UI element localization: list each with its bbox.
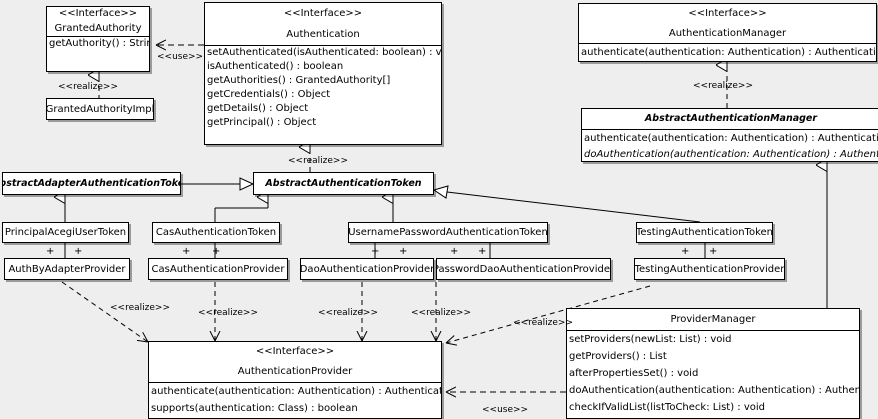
class-username-password-authentication-token[interactable]: UsernamePasswordAuthenticationToken [348, 222, 548, 243]
class-header: <<Interface>> AuthenticationProvider [149, 342, 441, 382]
association-marker-plus: + [74, 246, 83, 257]
divider [582, 129, 878, 130]
association-marker-plus: + [399, 246, 408, 257]
edge-label-realize-granted-authority-impl: <<realize>> [58, 82, 118, 92]
operation: getCredentials() : Object [207, 89, 331, 100]
operation: setProviders(newList: List) : void [569, 334, 732, 345]
class-name: AuthenticationProvider [237, 366, 353, 377]
class-abstract-authentication-manager[interactable]: AbstractAuthenticationManager authentica… [581, 108, 878, 162]
divider [205, 45, 441, 46]
edge-label-realize-password-dao-authentication-provider: <<realize>> [411, 308, 471, 318]
class-header: ProviderManager [567, 309, 859, 330]
operation: authenticate(authentication: Authenticat… [584, 133, 878, 144]
class-abstract-adapter-authentication-token[interactable]: AbstractAdapterAuthenticationToken [2, 172, 181, 195]
operation: checkIfValidList(listToCheck: List) : vo… [569, 402, 766, 413]
association-marker-plus: + [478, 246, 487, 257]
class-authentication-manager[interactable]: <<Interface>> AuthenticationManager auth… [578, 3, 877, 62]
class-name: CasAuthenticationProvider [151, 263, 285, 275]
class-testing-authentication-token[interactable]: TestingAuthenticationToken [636, 222, 773, 243]
class-name: TestingAuthenticationToken [636, 227, 773, 238]
class-name: AbstractAuthenticationToken [265, 178, 422, 189]
class-name: DaoAuthenticationProvider [300, 263, 434, 275]
class-cas-authentication-token[interactable]: CasAuthenticationToken [152, 222, 280, 243]
class-header: AbstractAuthenticationManager [582, 109, 878, 129]
association-marker-plus: + [371, 246, 380, 257]
operation: setAuthenticated(isAuthenticated: boolea… [207, 47, 442, 58]
class-granted-authority[interactable]: <<Interface>> GrantedAuthority getAuthor… [46, 6, 150, 72]
operation: getDetails() : Object [207, 103, 309, 114]
class-name: GrantedAuthority [54, 23, 142, 34]
class-name: AbstractAdapterAuthenticationToken [2, 178, 180, 189]
operations-compartment: setProviders(newList: List) : void getPr… [567, 331, 859, 416]
edge-label-use-authentication-grantedauthority: <<use>> [157, 52, 204, 62]
operation: isAuthenticated() : boolean [207, 61, 344, 72]
class-header: <<Interface>> GrantedAuthority [47, 7, 149, 36]
class-auth-by-adapter-provider[interactable]: AuthByAdapterProvider [4, 258, 130, 280]
operation: getPrincipal() : Object [207, 117, 317, 128]
class-abstract-authentication-token[interactable]: AbstractAuthenticationToken [253, 172, 434, 195]
class-provider-manager[interactable]: ProviderManager setProviders(newList: Li… [566, 308, 860, 419]
class-name: AbstractAuthenticationManager [644, 113, 818, 124]
stereotype-label: <<Interface>> [688, 8, 767, 19]
class-name: Authentication [286, 29, 360, 40]
class-name: UsernamePasswordAuthenticationToken [348, 227, 548, 238]
class-authentication[interactable]: <<Interface>> Authentication setAuthenti… [204, 2, 442, 145]
divider [567, 330, 859, 331]
class-granted-authority-impl[interactable]: GrantedAuthorityImpl [46, 98, 154, 120]
class-name: CasAuthenticationToken [155, 227, 277, 238]
stereotype-label: <<Interface>> [58, 8, 138, 19]
association-marker-plus: + [182, 246, 191, 257]
divider [47, 36, 149, 37]
operation: authenticate(authentication: Authenticat… [151, 386, 442, 397]
stereotype-label: <<Interface>> [255, 346, 335, 357]
class-authentication-provider[interactable]: <<Interface>> AuthenticationProvider aut… [148, 341, 442, 419]
operations-compartment: authenticate(authentication: Authenticat… [582, 130, 878, 161]
edge-label-realize-abstract-authentication-token: <<realize>> [288, 156, 348, 166]
class-password-dao-authentication-provider[interactable]: PasswordDaoAuthenticationProvider [436, 258, 611, 280]
edge-label-realize-abstract-authentication-manager: <<realize>> [693, 81, 753, 91]
association-marker-plus: + [709, 246, 718, 257]
operation: getAuthorities() : GrantedAuthority[] [207, 75, 391, 86]
edge-label-realize-auth-by-adapter-provider: <<realize>> [110, 303, 170, 313]
class-name: AuthenticationManager [668, 28, 787, 39]
stereotype-label: <<Interface>> [283, 8, 363, 19]
operation: doAuthentication(authentication: Authent… [584, 149, 878, 160]
edge-label-realize-dao-authentication-provider: <<realize>> [318, 308, 378, 318]
class-header: <<Interface>> AuthenticationManager [579, 4, 876, 43]
edge-label-use-provider-manager: <<use>> [482, 405, 529, 415]
operation: doAuthentication(authentication: Authent… [569, 385, 859, 396]
class-name: AuthByAdapterProvider [8, 263, 126, 275]
operations-compartment: getAuthority() : String [47, 37, 149, 51]
class-name: GrantedAuthorityImpl [46, 103, 154, 115]
operation: getProviders() : List [569, 351, 667, 362]
divider [149, 382, 441, 383]
operations-compartment: setAuthenticated(isAuthenticated: boolea… [205, 46, 441, 130]
association-marker-plus: + [681, 246, 690, 257]
class-name: PrincipalAcegiUserToken [4, 227, 127, 238]
association-marker-plus: + [212, 246, 221, 257]
divider [579, 43, 876, 44]
class-principal-acegi-user-token[interactable]: PrincipalAcegiUserToken [2, 222, 129, 243]
class-dao-authentication-provider[interactable]: DaoAuthenticationProvider [300, 258, 434, 280]
operations-compartment: authenticate(authentication: Authenticat… [149, 383, 441, 417]
operation: supports(authentication: Class) : boolea… [151, 403, 358, 414]
class-testing-authentication-provider[interactable]: TestingAuthenticationProvider [634, 258, 785, 280]
association-marker-plus: + [450, 246, 459, 257]
class-header: <<Interface>> Authentication [205, 3, 441, 45]
class-name: TestingAuthenticationProvider [634, 263, 785, 275]
class-name: PasswordDaoAuthenticationProvider [436, 263, 611, 275]
operations-compartment: authenticate(authentication: Authenticat… [579, 44, 876, 61]
edge-label-realize-cas-authentication-provider: <<realize>> [198, 308, 258, 318]
operation: getAuthority() : String [49, 38, 150, 49]
operation: authenticate(authentication: Authenticat… [581, 47, 877, 58]
operation: afterPropertiesSet() : void [569, 368, 699, 379]
class-name: ProviderManager [670, 314, 756, 325]
association-marker-plus: + [46, 246, 55, 257]
class-cas-authentication-provider[interactable]: CasAuthenticationProvider [148, 258, 288, 280]
edge-label-realize-testing-authentication-provider: <<realize>> [513, 318, 573, 328]
